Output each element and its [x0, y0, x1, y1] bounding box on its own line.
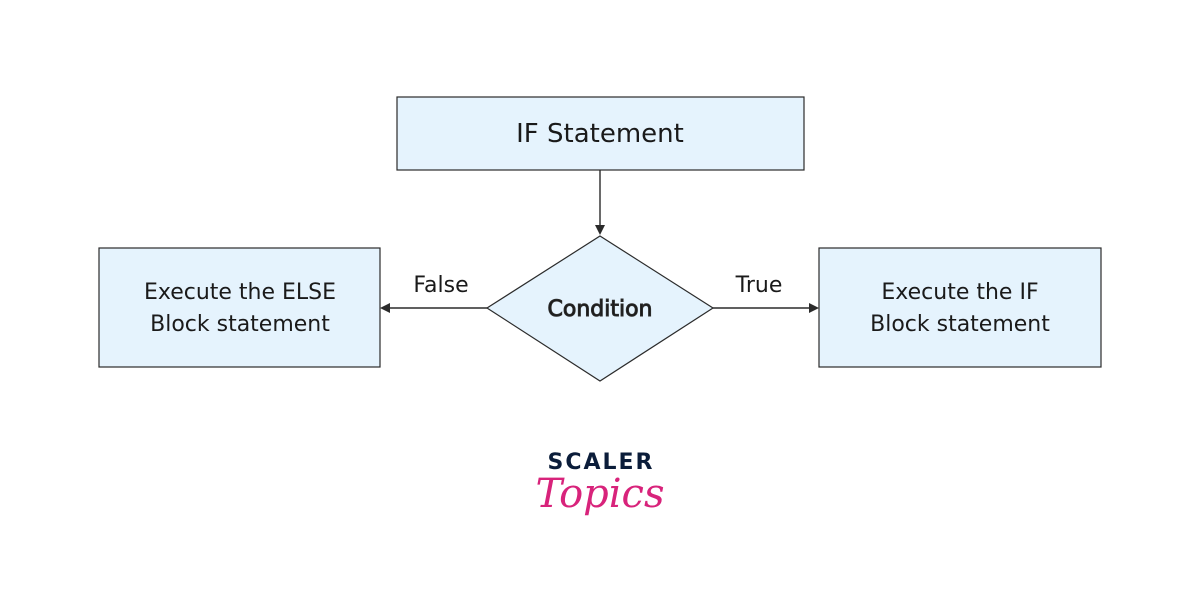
logo-topics-text: Topics — [536, 471, 665, 517]
if-block-label-line-1: Execute the IF — [881, 280, 1038, 305]
scaler-topics-logo: SCALER Topics — [536, 450, 665, 517]
else-block-label-line-2: Block statement — [150, 312, 330, 337]
condition-label: Condition — [548, 297, 653, 322]
else-block-box — [98, 247, 381, 368]
false-label: False — [413, 273, 468, 298]
else-block-node: Execute the ELSE Block statement — [98, 247, 381, 368]
condition-diamond — [485, 235, 715, 382]
if-block-node: Execute the IF Block statement — [818, 247, 1102, 368]
if-statement-box — [396, 96, 805, 171]
if-statement-label: IF Statement — [516, 119, 684, 149]
if-block-label-line-2: Block statement — [870, 312, 1050, 337]
logo-scaler-text: SCALER — [547, 450, 654, 475]
if-statement-node: IF Statement — [396, 96, 805, 171]
condition-node: Condition — [485, 235, 715, 382]
if-block-box — [818, 247, 1102, 368]
else-block-label-line-1: Execute the ELSE — [144, 280, 336, 305]
true-label: True — [735, 273, 783, 298]
